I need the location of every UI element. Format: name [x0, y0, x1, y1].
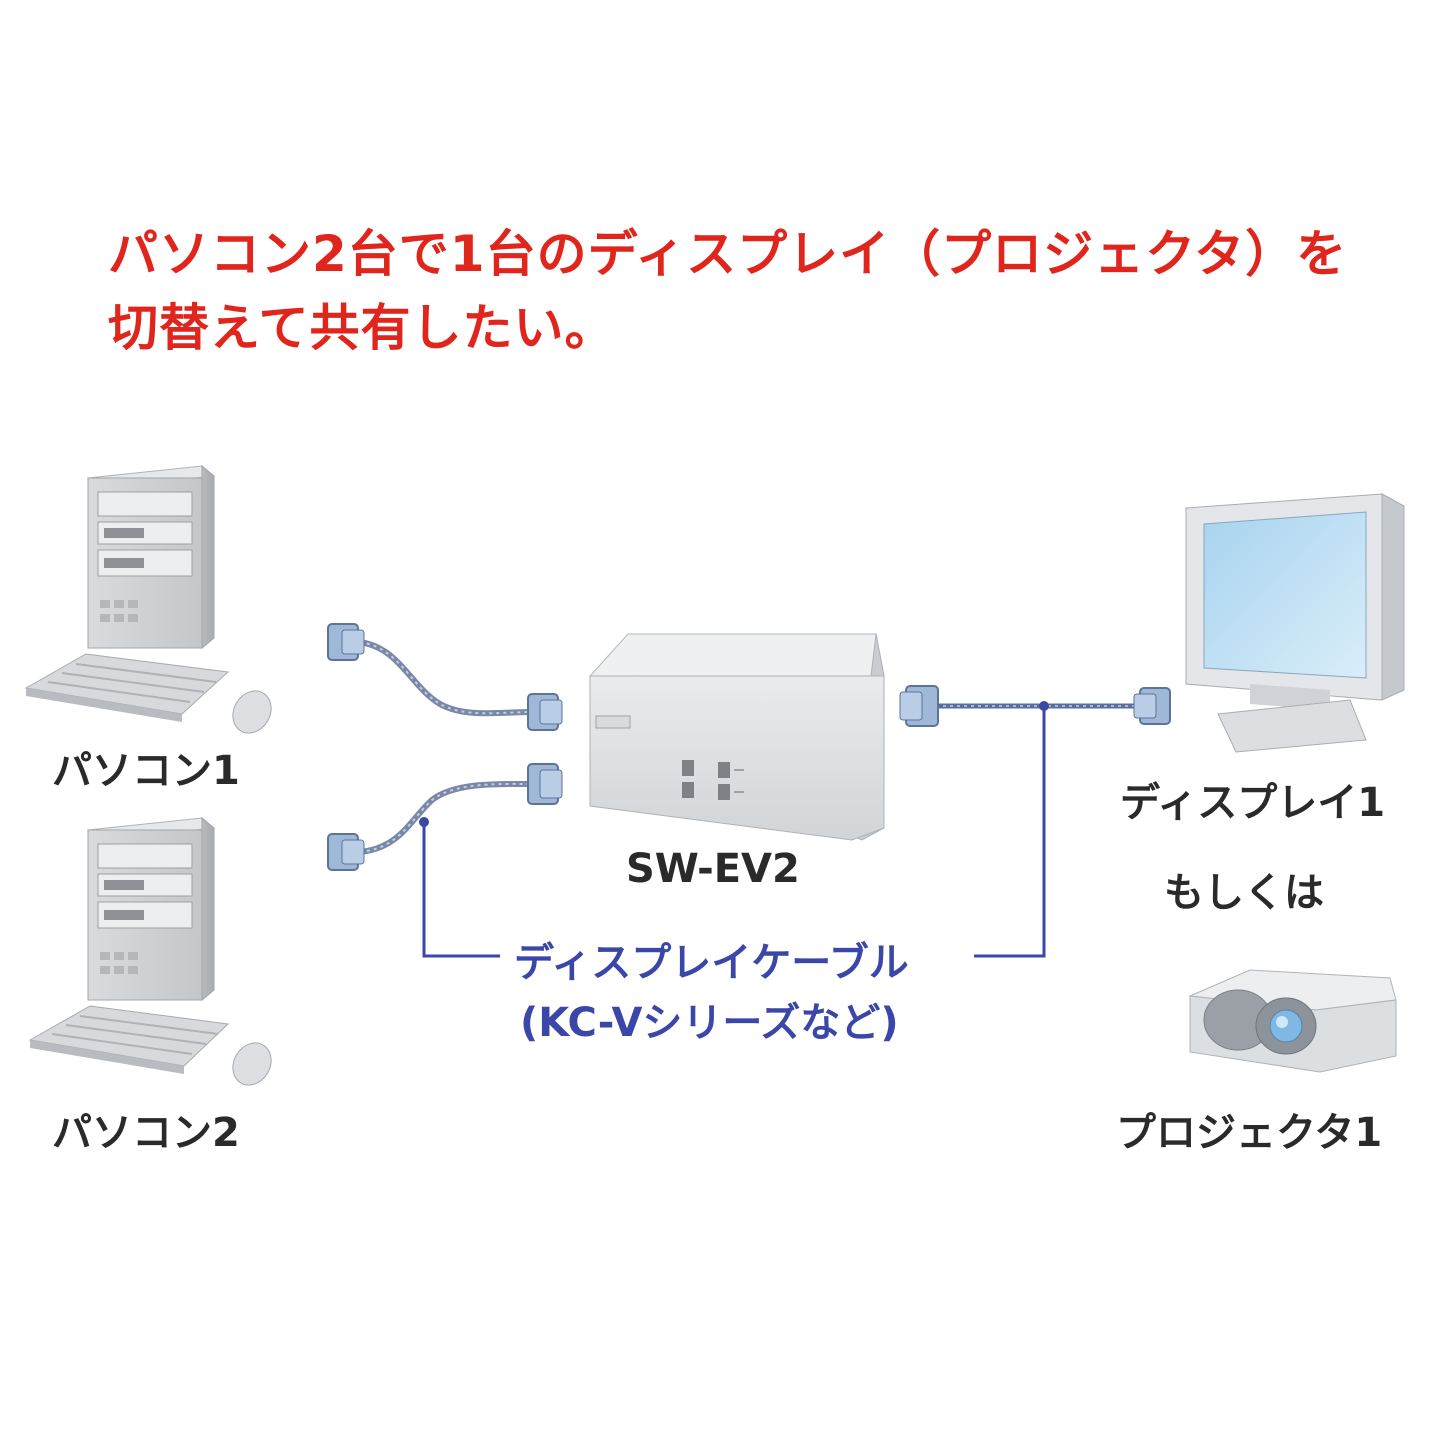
vga-connector-icon	[527, 763, 563, 805]
mouse-icon	[232, 1042, 272, 1086]
pc-tower-icon	[86, 816, 216, 1002]
cable-callout-lines	[419, 701, 1049, 958]
pc-2-group	[28, 816, 272, 1086]
or-label: もしくは	[1164, 870, 1324, 916]
callout-dot	[419, 817, 429, 827]
cable-pc1-to-switch	[359, 639, 533, 717]
vga-connector-icon	[1133, 687, 1171, 725]
monitor-icon	[1185, 493, 1405, 753]
mouse-icon	[232, 690, 272, 734]
vga-connector-icon	[899, 685, 939, 727]
pc-1-label: パソコン1	[52, 748, 240, 794]
cable-pc2-to-switch	[359, 780, 533, 855]
callout-dot	[1039, 701, 1049, 711]
headline-line-1: パソコン2台で1台のディスプレイ（プロジェクタ）を	[108, 225, 1348, 283]
projector-icon	[1188, 969, 1397, 1073]
cable-series-label: (KC-Vシリーズなど)	[520, 1000, 899, 1046]
vga-connector-icon	[327, 833, 365, 871]
projector-label: プロジェクタ1	[1116, 1110, 1383, 1156]
vga-connector-icon	[327, 623, 365, 661]
headline-line-2: 切替えて共有したい。	[108, 299, 616, 357]
pc-2-label: パソコン2	[52, 1110, 240, 1156]
keyboard-icon	[28, 1005, 230, 1074]
display-label: ディスプレイ1	[1120, 780, 1386, 826]
switch-label: SW-EV2	[626, 846, 800, 892]
kvm-switch-icon	[588, 633, 885, 841]
keyboard-icon	[24, 653, 230, 722]
pc-tower-icon	[86, 464, 216, 650]
cable-label: ディスプレイケーブル	[514, 940, 909, 986]
vga-connector-icon	[527, 693, 563, 731]
pc-1-group	[24, 464, 272, 734]
